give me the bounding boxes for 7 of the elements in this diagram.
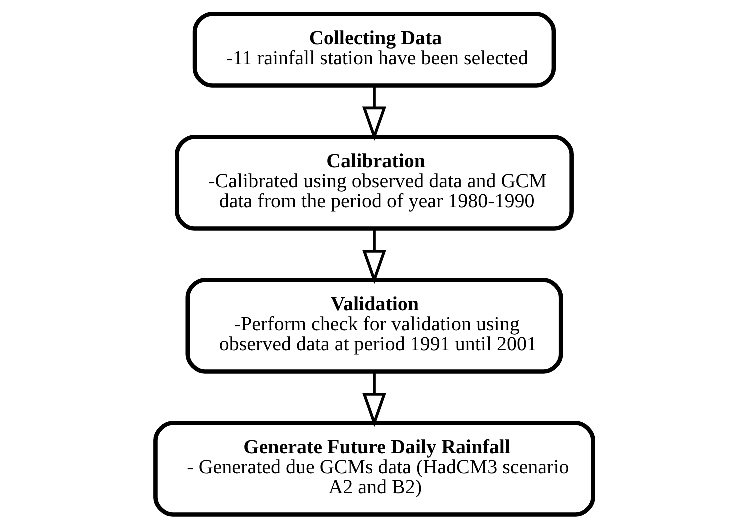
node-box: Generate Future Daily Rainfall - Generated due GCMs data (HadCM3 scenario A2 and B2) [153, 421, 595, 517]
node-box: Validation -Perform check for validation using observed data at period 1991 until 2001 [185, 278, 563, 374]
node-box: Calibration -Calibrated using observed data and GCM data from the period of year 1980-1990 [174, 135, 574, 231]
arrow [362, 372, 386, 428]
arrow [362, 228, 386, 284]
node-box: Collecting Data -11 rainfall station have been selected [192, 12, 556, 88]
arrow [362, 86, 386, 142]
